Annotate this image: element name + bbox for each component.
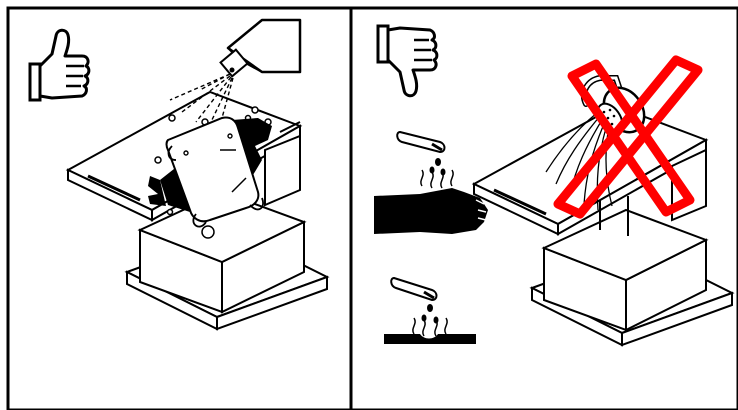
test-tube-icon bbox=[391, 278, 436, 300]
test-tube-icon bbox=[397, 132, 444, 152]
fume-lines bbox=[421, 170, 453, 188]
thumbs-up-icon bbox=[30, 30, 89, 100]
thumbs-down-icon bbox=[378, 26, 437, 96]
panel-correct bbox=[30, 20, 327, 329]
hand-icon bbox=[374, 188, 488, 234]
spray-bottle-icon bbox=[221, 20, 300, 76]
corroded-surface-icon bbox=[384, 334, 476, 344]
panel-incorrect bbox=[374, 26, 732, 345]
fume-lines bbox=[413, 318, 447, 336]
